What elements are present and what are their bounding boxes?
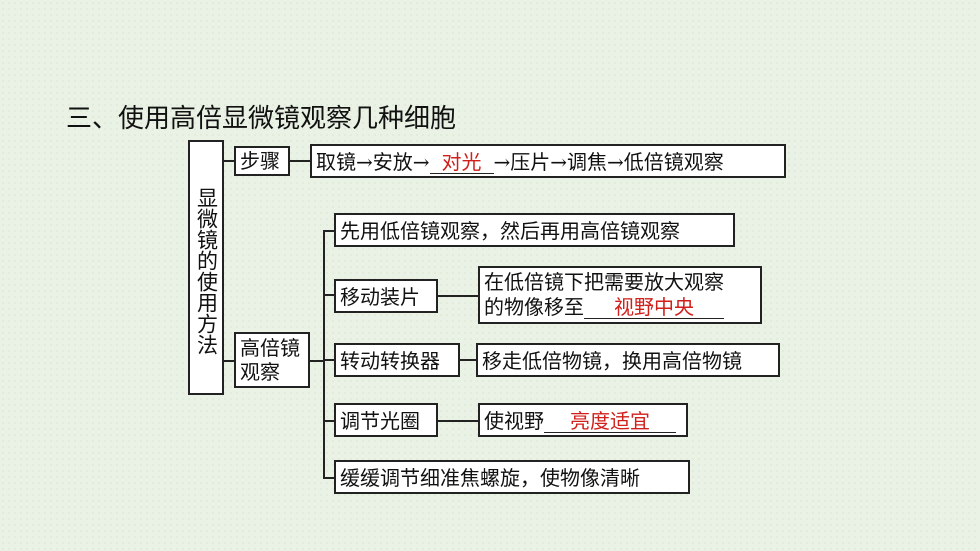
tick-item1: [323, 230, 334, 232]
high-label-line1: 高倍镜: [240, 336, 300, 360]
item2-desc-box: 在低倍镜下把需要放大观察 的物像移至 视野中央: [478, 266, 762, 324]
connector-item3: [460, 359, 476, 361]
item2-answer: 视野中央: [614, 295, 694, 319]
connector-root-high: [224, 360, 234, 362]
item2-label: 移动装片: [340, 285, 420, 309]
steps-answer: 对光: [441, 150, 482, 174]
item4-desc-box: 使视野 亮度适宜: [478, 403, 688, 437]
tick-item2: [323, 294, 334, 296]
high-label-box: 高倍镜 观察: [234, 332, 310, 388]
item3-desc-box: 移走低倍物镜，换用高倍物镜: [476, 343, 780, 377]
page-title: 三、使用高倍显微镜观察几种细胞: [66, 104, 457, 134]
item5-text: 缓缓调节细准焦螺旋，使物像清晰: [340, 466, 640, 490]
item3-label-box: 转动转换器: [334, 343, 460, 377]
item1-text: 先用低倍镜观察，然后再用高倍镜观察: [340, 219, 680, 243]
steps-label-box: 步骤: [234, 146, 290, 176]
item2-desc-line2: 的物像移至: [484, 295, 584, 319]
root-box: 显微镜的使用方法: [188, 140, 224, 395]
item5-box: 缓缓调节细准焦螺旋，使物像清晰: [334, 460, 690, 494]
tick-item3: [323, 359, 334, 361]
item3-label: 转动转换器: [340, 349, 440, 373]
steps-label: 步骤: [240, 149, 280, 173]
item4-label: 调节光圈: [340, 409, 420, 433]
item2-desc-line1: 在低倍镜下把需要放大观察: [484, 270, 724, 294]
steps-blank: 对光: [429, 150, 494, 174]
connector-root-steps: [224, 160, 234, 162]
item2-label-box: 移动装片: [334, 279, 438, 313]
item4-answer: 亮度适宜: [570, 409, 650, 433]
tick-item4: [323, 420, 334, 422]
steps-sequence-box: 取镜→安放→ 对光 →压片→调焦→低倍镜观察: [310, 144, 786, 178]
steps-seq-after: →压片→调焦→低倍镜观察: [493, 150, 724, 174]
tick-item5: [323, 477, 334, 479]
item3-desc: 移走低倍物镜，换用高倍物镜: [482, 349, 742, 373]
connector-high-branch: [310, 360, 324, 362]
item2-blank: 视野中央: [584, 296, 724, 319]
connector-item2: [438, 295, 478, 297]
connector-steps-seq: [290, 160, 310, 162]
item4-desc: 使视野: [484, 409, 544, 433]
item4-blank: 亮度适宜: [544, 410, 676, 433]
branch-vertical-line: [323, 230, 325, 478]
item1-box: 先用低倍镜观察，然后再用高倍镜观察: [334, 213, 735, 247]
steps-seq-before: 取镜→安放→: [316, 150, 430, 174]
item4-label-box: 调节光圈: [334, 403, 438, 437]
connector-item4: [438, 420, 478, 422]
high-label-line2: 观察: [240, 360, 280, 384]
